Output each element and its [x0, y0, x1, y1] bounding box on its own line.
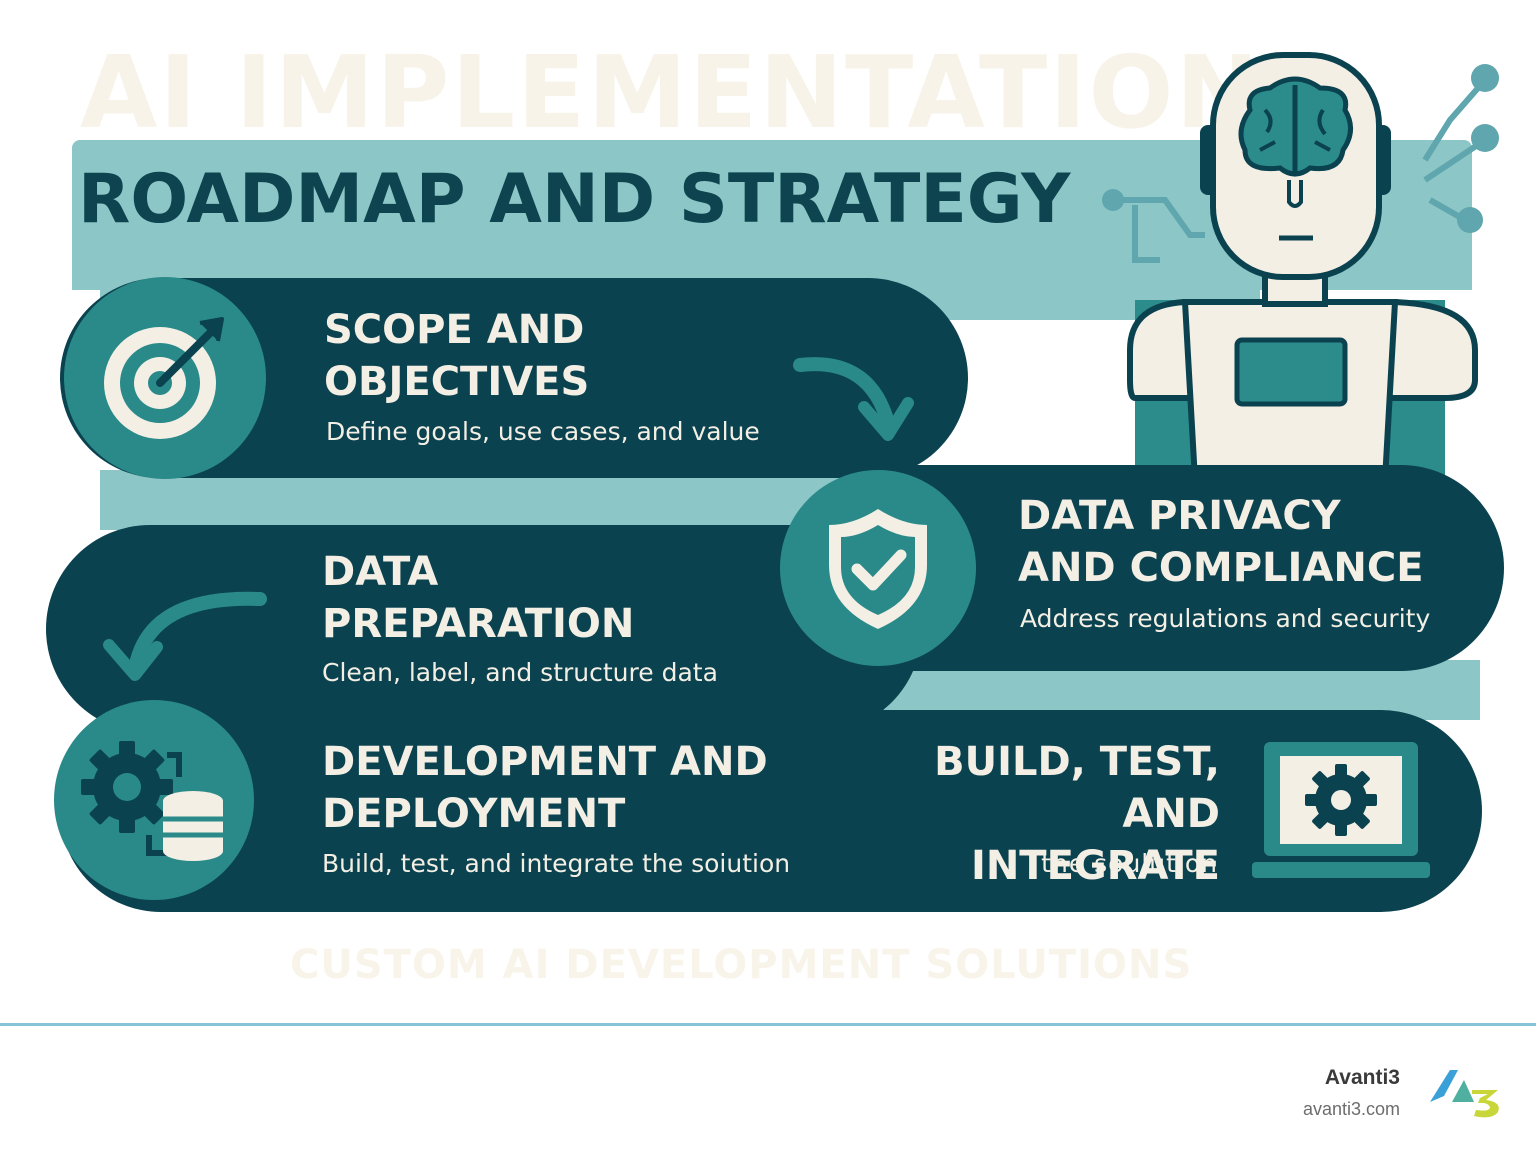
faded-heading: AI IMPLEMENTATION	[80, 34, 1262, 151]
brand-logo-icon	[1430, 1070, 1499, 1118]
curved-arrow-icon	[103, 591, 267, 681]
step-icon-circle	[780, 470, 976, 666]
step-description: the soulution	[1041, 849, 1218, 878]
step-description: Define goals, use cases, and value	[326, 417, 760, 446]
step-banner-development	[60, 710, 1482, 912]
circuit-node	[1471, 64, 1499, 92]
step-title: DATA PRIVACY AND COMPLIANCE	[1018, 493, 1424, 591]
step-icon-circle	[54, 700, 254, 900]
circuit-node	[1457, 207, 1483, 233]
step-title: DEVELOPMENT AND DEPLOYMENT	[322, 739, 768, 837]
page-title: ROADMAP AND STRATEGY	[78, 160, 1071, 239]
laptop-gear-icon	[1252, 742, 1430, 878]
divider	[0, 1023, 1536, 1026]
faded-footer-heading: CUSTOM AI DEVELOPMENT SOLUTIONS	[290, 942, 1193, 988]
chest-panel	[1234, 337, 1348, 407]
step-icon-circle	[64, 277, 266, 479]
step-banner-data-prep	[46, 525, 922, 733]
backdrop-band	[100, 470, 860, 530]
step-title: DATA PREPARATION	[322, 549, 635, 647]
infographic: AI IMPLEMENTATION ROADMAP AND STRATEGY	[46, 34, 1504, 988]
step-title: SCOPE AND OBJECTIVES	[324, 307, 590, 405]
step-description: Clean, label, and structure data	[322, 658, 718, 687]
brain-icon	[1238, 76, 1353, 208]
step-title: BUILD, TEST, AND INTEGRATE	[934, 739, 1220, 889]
circuit-node	[1102, 189, 1124, 211]
brand-name: Avanti3	[1324, 1066, 1400, 1089]
brand-url[interactable]: avanti3.com	[1302, 1099, 1400, 1119]
robot-illustration	[1102, 52, 1499, 480]
gear-database-icon	[81, 741, 223, 861]
target-icon	[104, 317, 224, 439]
circuit-node	[1471, 124, 1499, 152]
curved-arrow-icon	[793, 357, 914, 441]
step-description: Address regulations and security	[1020, 604, 1431, 633]
step-description: Build, test, and integrate the soiution	[322, 849, 791, 878]
shield-check-icon	[829, 509, 927, 629]
